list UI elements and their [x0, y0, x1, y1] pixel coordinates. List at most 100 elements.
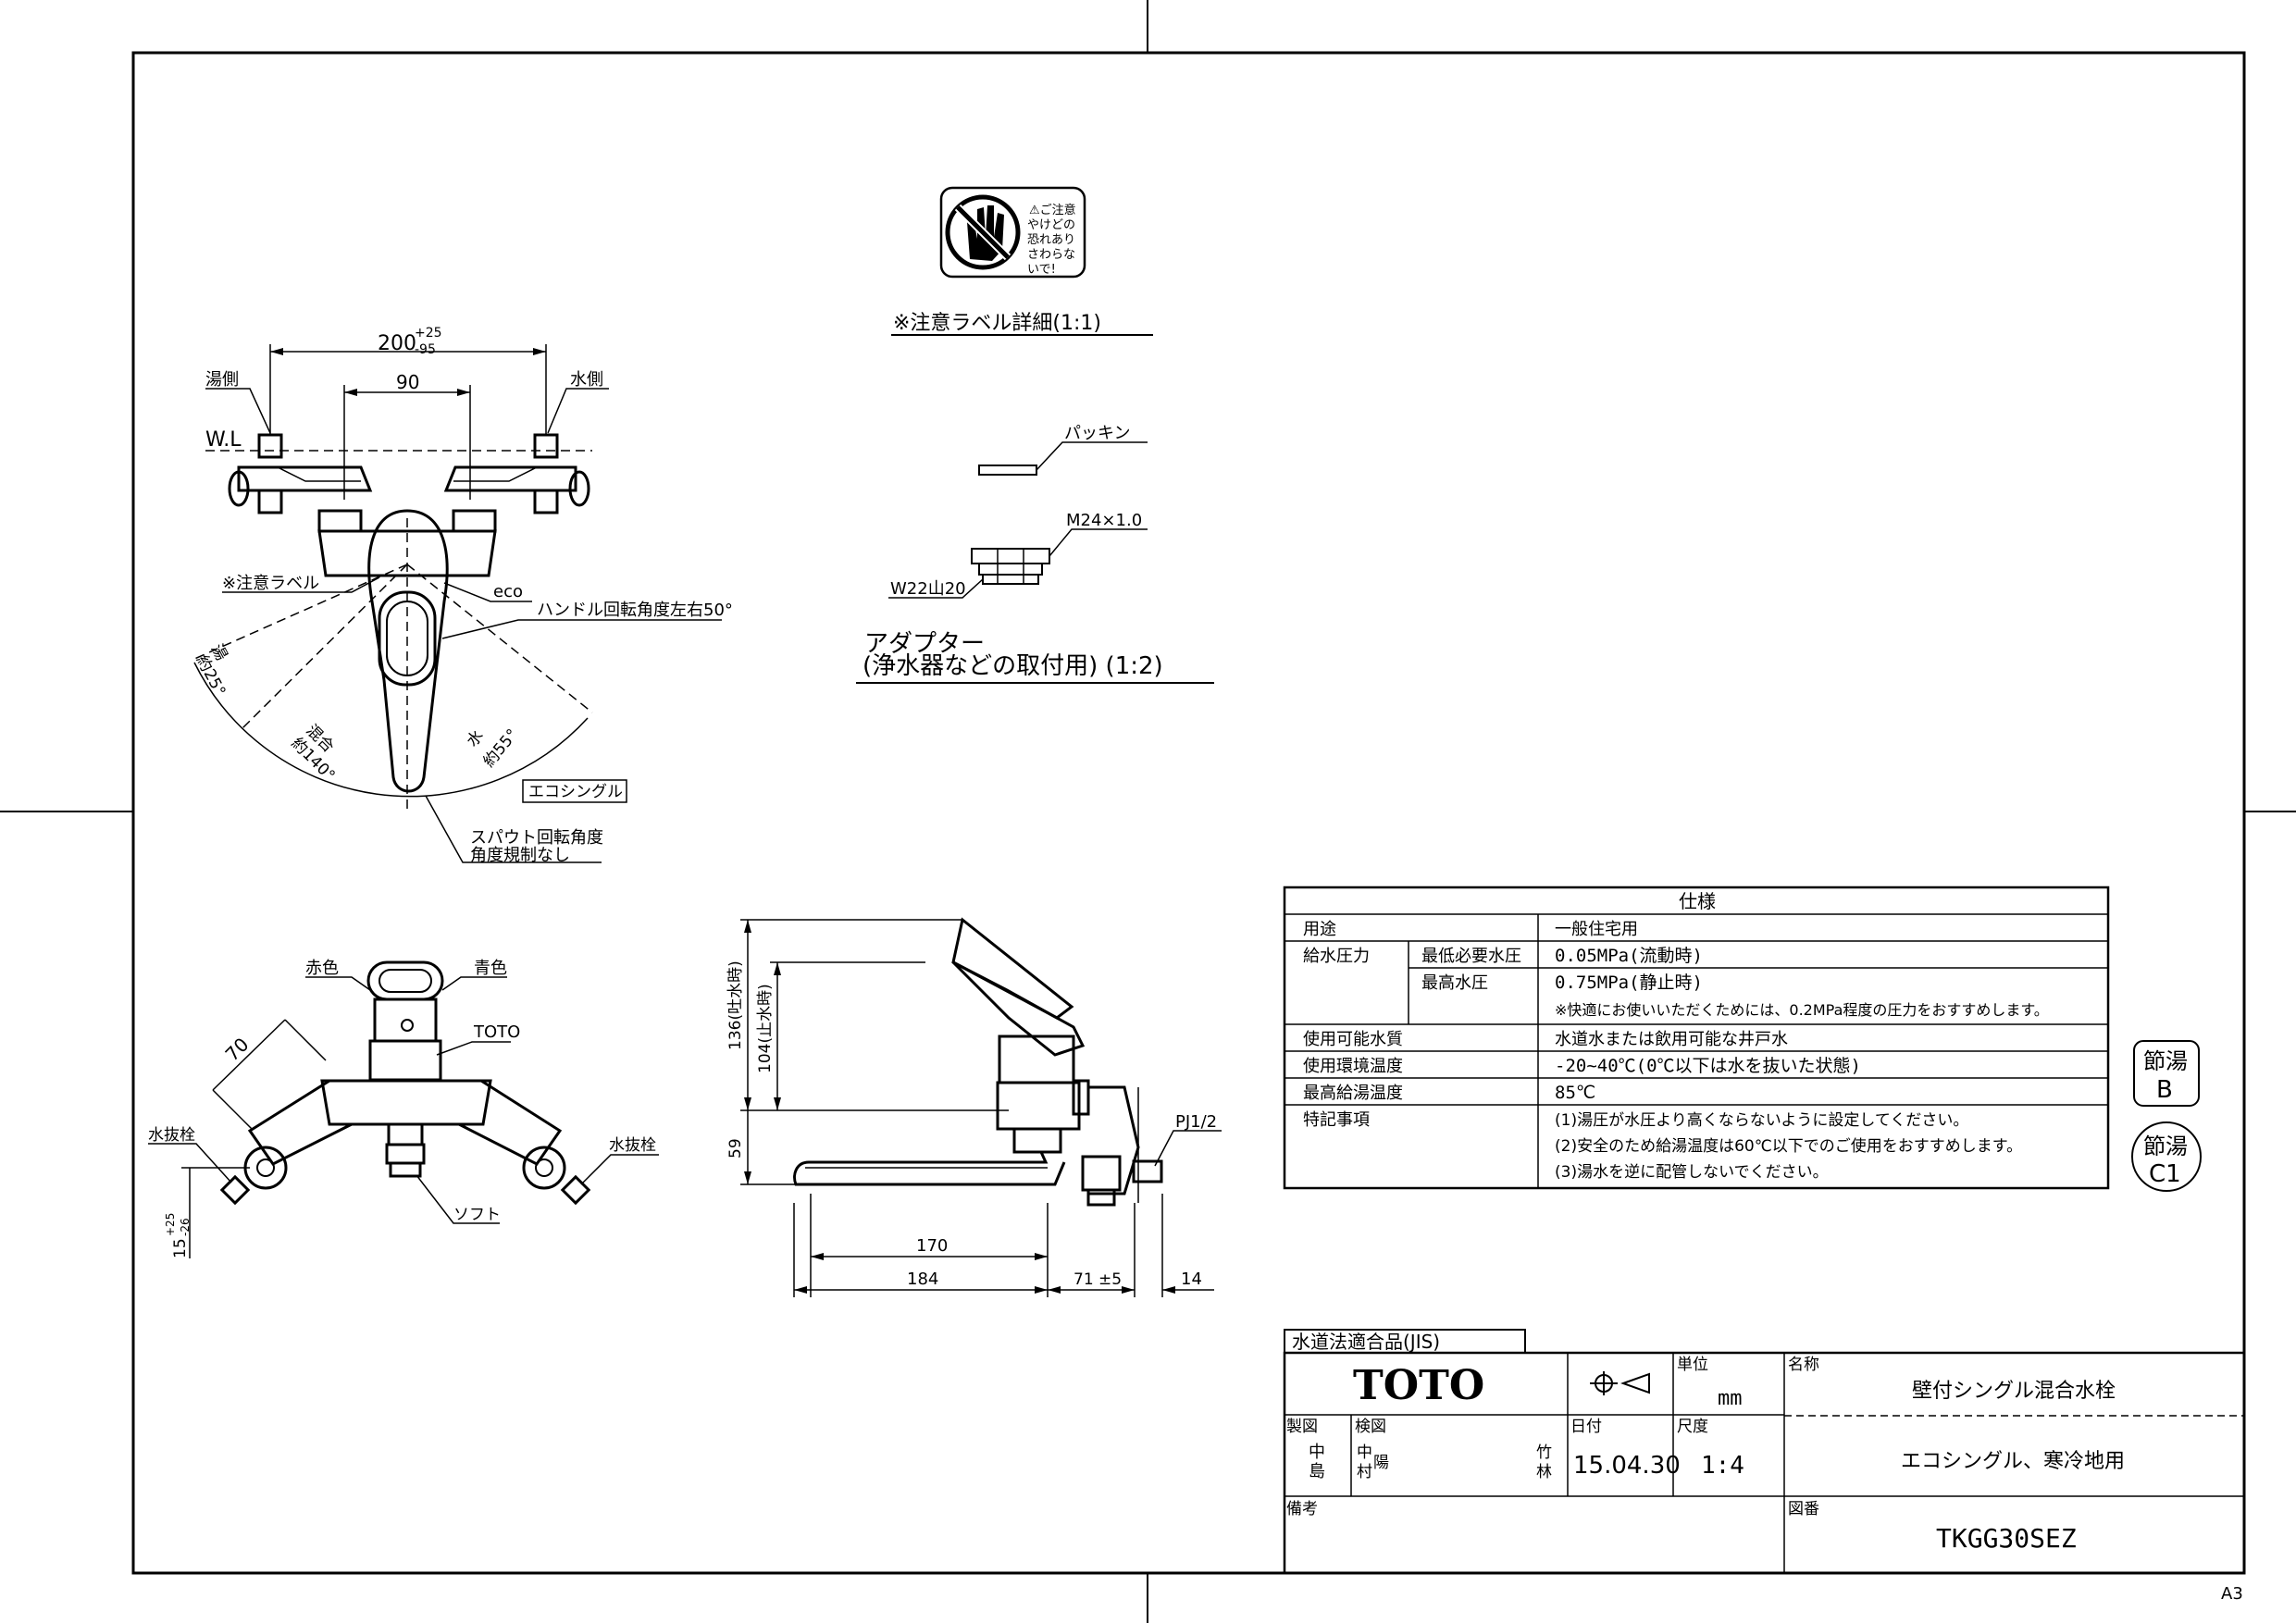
checked-label: 検図 — [1355, 1418, 1386, 1436]
pj-label: PJ1/2 — [1175, 1112, 1217, 1132]
spec-h-min-pressure: 最低必要水圧 — [1421, 947, 1521, 966]
caution-line-5: いで! — [1027, 263, 1056, 277]
spec-h-pressure: 給水圧力 — [1303, 947, 1370, 966]
drain-left-label: 水抜栓 — [148, 1126, 195, 1145]
dim-136: 136(吐水時) — [726, 960, 745, 1050]
handle-lever — [367, 509, 449, 793]
spout-angle-line1: スパウト回転角度 — [470, 828, 603, 848]
sub-name: エコシングル、寒冷地用 — [1901, 1450, 2125, 1473]
drawn-label: 製図 — [1286, 1418, 1318, 1436]
scale-value: 1:4 — [1701, 1452, 1744, 1480]
checked-value-1: 中 — [1357, 1443, 1372, 1462]
dim-14: 14 — [1181, 1270, 1202, 1289]
water-side-label: 水側 — [570, 370, 603, 390]
drawing-frame — [131, 51, 2246, 1575]
spec-h-notes: 特記事項 — [1303, 1110, 1370, 1130]
blue-label: 青色 — [474, 959, 507, 978]
spec-h-quality: 使用可能水質 — [1303, 1030, 1403, 1049]
adapter-caption-2: (浄水器などの取付用) (1:2) — [863, 652, 1163, 680]
unit-value: mm — [1718, 1387, 1743, 1410]
badge-c1 — [2131, 1121, 2202, 1192]
date-value: 15.04.30 — [1573, 1452, 1681, 1480]
handle-angle-label: ハンドル回転角度左右50° — [537, 601, 733, 620]
hot-angle-value: 約25° — [192, 652, 230, 700]
soft-label: ソフト — [453, 1206, 501, 1224]
adapter-w22-label: W22山20 — [890, 579, 966, 599]
spec-v-note-2: (2)安全のため給湯温度は60℃以下でのご使用をおすすめします。 — [1555, 1136, 2022, 1156]
eco-label: eco — [493, 582, 523, 601]
tolerance-minus: -26 — [179, 1218, 192, 1236]
water-saving-badges: 節湯 B 節湯 C1 — [2131, 1040, 2202, 1192]
dim-200: 200 — [378, 332, 416, 355]
spec-v-usage: 一般住宅用 — [1555, 920, 1638, 939]
sheet-size-label: A3 — [2221, 1584, 2243, 1604]
drain-right-label: 水抜栓 — [609, 1136, 656, 1155]
no-touch-icon — [945, 194, 1021, 270]
scale-label: 尺度 — [1677, 1418, 1708, 1436]
drawn-value-2: 島 — [1309, 1462, 1325, 1481]
adapter-thread-label: M24×1.0 — [1066, 511, 1142, 530]
spec-v-max-pressure: 0.75MPa(静止時) — [1555, 973, 1703, 993]
toto-mark-label: TOTO — [473, 1022, 520, 1042]
caution-label-detail: ⚠ご注意 やけどの 恐れあり さわらな いで! ※注意ラベル詳細(1:1) — [891, 186, 1153, 336]
caution-label-caption: ※注意ラベル詳細(1:1) — [893, 312, 1101, 335]
title-block: 水道法適合品(JIS) TOTO 単位 mm 名称 壁付シングル混合水栓 エコシ… — [1283, 1329, 2246, 1575]
drawing-no-label: 図番 — [1788, 1500, 1819, 1518]
tolerance-plus: +25 — [164, 1213, 177, 1236]
packing-label: パッキン — [1064, 424, 1130, 443]
dim-90: 90 — [396, 371, 419, 393]
spec-h-max-pressure: 最高水圧 — [1421, 973, 1488, 993]
spec-h-env-temp: 使用環境温度 — [1303, 1057, 1403, 1076]
red-label: 赤色 — [305, 959, 339, 978]
remarks-label: 備考 — [1286, 1500, 1318, 1518]
spec-h-max-temp: 最高給湯温度 — [1303, 1084, 1403, 1103]
dim-184: 184 — [907, 1270, 938, 1289]
drawing-number: TKGG30SEZ — [1936, 1523, 2077, 1554]
spec-title: 仕様 — [1679, 890, 1716, 912]
spec-v-note-3: (3)湯水を逆に配管しないでください。 — [1555, 1163, 1829, 1182]
spec-v-max-temp: 85℃ — [1555, 1083, 1595, 1103]
caution-line-3: 恐れあり — [1027, 233, 1075, 247]
badge-c1-top: 節湯 — [2143, 1134, 2188, 1159]
dim-104: 104(止水時) — [756, 984, 775, 1073]
caution-label-note: ※注意ラベル — [222, 574, 319, 593]
side-view: 136(吐水時) 104(止水時) 59 PJ1/2 170 — [726, 917, 1222, 1297]
spec-table: 仕様 用途 一般住宅用 給水圧力 最低必要水圧 0.05MPa(流動時) 最高水… — [1283, 886, 2110, 1190]
caution-label-frame — [939, 186, 1086, 279]
badge-c1-bottom: C1 — [2149, 1160, 2181, 1188]
water-angle-value: 約55° — [480, 725, 523, 771]
drawn-value-1: 中 — [1309, 1443, 1325, 1462]
name-label: 名称 — [1788, 1356, 1819, 1374]
dim-170: 170 — [916, 1236, 948, 1256]
dim-70: 70 — [221, 1034, 254, 1066]
spec-h-usage: 用途 — [1303, 920, 1336, 939]
tolerance-15: 15 — [171, 1238, 190, 1258]
packing-shape — [978, 465, 1037, 476]
caution-line-4: さわらな — [1027, 248, 1075, 262]
dim-71: 71 ±5 — [1074, 1270, 1122, 1289]
name-value: 壁付シングル混合水栓 — [1912, 1380, 2116, 1403]
spec-v-min-pressure: 0.05MPa(流動時) — [1555, 946, 1703, 966]
checked-stamp: 陽 — [1373, 1454, 1389, 1472]
spec-v-quality: 水道水または飲用可能な井戸水 — [1555, 1030, 1788, 1049]
spec-v-note-1: (1)湯圧が水圧より高くならないように設定してください。 — [1555, 1111, 1968, 1130]
wl-label: W.L — [205, 428, 242, 452]
spec-v-env-temp: -20~40℃(0℃以下は水を抜いた状態) — [1555, 1056, 1861, 1076]
brand-logo: TOTO — [1353, 1362, 1484, 1409]
unit-label: 単位 — [1677, 1356, 1708, 1374]
caution-line-1: ⚠ご注意 — [1029, 203, 1076, 217]
date-label: 日付 — [1570, 1418, 1602, 1436]
badge-b — [2133, 1040, 2200, 1107]
spec-v-pressure-note: ※快適にお使いいただくためには、0.2MPa程度の圧力をおすすめします。 — [1555, 1001, 2049, 1019]
adapter-detail: パッキン M24×1.0 W22山20 アダプター (浄水器などの取付用) (1… — [856, 424, 1214, 684]
spout-angle-line2: 角度規制なし — [470, 846, 570, 865]
badge-b-top: 節湯 — [2143, 1048, 2188, 1074]
hot-side-label: 湯側 — [205, 370, 239, 390]
eco-single-label: エコシングル — [528, 783, 623, 801]
dim-200-minus: -95 — [415, 342, 436, 357]
caution-line-2: やけどの — [1027, 218, 1075, 232]
dim-59: 59 — [726, 1138, 745, 1158]
approved-value-2: 林 — [1536, 1463, 1552, 1481]
eco-single-box — [522, 779, 627, 803]
